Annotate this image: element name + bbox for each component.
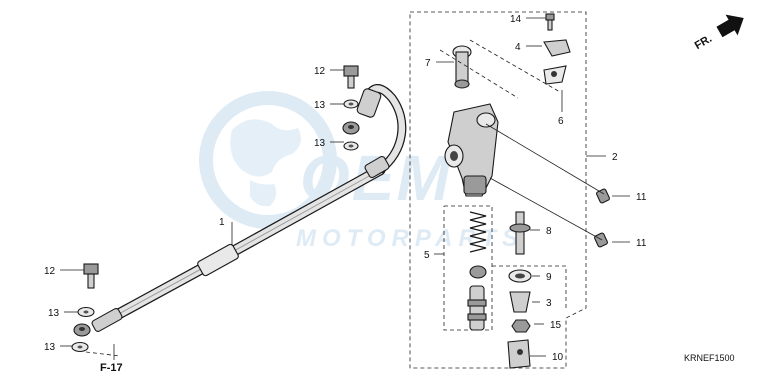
callout-15: 15 xyxy=(550,320,562,331)
callout-6: 6 xyxy=(558,116,564,127)
washer-13-lower-a xyxy=(77,306,95,318)
callout-11-a: 11 xyxy=(636,192,647,203)
callout-5: 5 xyxy=(424,250,430,261)
hose-assembly xyxy=(91,84,407,332)
watermark-globe-icon xyxy=(199,91,337,229)
callout-4: 4 xyxy=(515,42,521,53)
washer-13-a xyxy=(343,99,359,109)
callout-13-upper-b: 13 xyxy=(314,138,326,149)
callout-13-lower-a: 13 xyxy=(48,308,60,319)
screw-14 xyxy=(545,13,555,31)
nut-13-b xyxy=(342,121,360,135)
callout-13-upper-a: 13 xyxy=(314,100,326,111)
ring-9 xyxy=(508,269,532,283)
washer-13-lower-c xyxy=(71,341,89,353)
orientation-label: FR. xyxy=(693,33,714,52)
callout-10: 10 xyxy=(552,352,564,363)
cap-4 xyxy=(543,39,571,57)
callout-9: 9 xyxy=(546,272,552,283)
group-frames xyxy=(85,11,587,369)
callout-3: 3 xyxy=(546,298,552,309)
callout-7: 7 xyxy=(425,58,431,69)
gasket-6 xyxy=(543,65,567,85)
orientation-indicator: FR. xyxy=(693,14,744,52)
bolt-12-lower xyxy=(83,263,99,289)
callout-2: 2 xyxy=(612,152,618,163)
piston-5 xyxy=(467,285,487,331)
spring-5 xyxy=(469,211,487,253)
bleeder-11-a xyxy=(596,188,610,204)
callout-11-b: 11 xyxy=(636,238,647,249)
boot-3 xyxy=(509,291,531,313)
nut-15 xyxy=(511,319,531,333)
callout-14: 14 xyxy=(510,14,522,25)
joint-10 xyxy=(507,339,531,369)
nut-13-lower-b xyxy=(73,323,91,337)
callout-12-upper: 12 xyxy=(314,66,326,77)
orientation-arrow-icon xyxy=(716,14,744,38)
piston-cup xyxy=(469,265,487,279)
callout-8: 8 xyxy=(546,226,552,237)
leader-lines xyxy=(60,17,630,360)
callout-13-lower-b: 13 xyxy=(44,342,56,353)
washer-13-c xyxy=(343,141,359,151)
reference-label: F-17 xyxy=(100,362,123,374)
callout-1: 1 xyxy=(219,217,225,228)
bleeder-11-b xyxy=(594,232,608,248)
master-cylinder-body xyxy=(444,103,499,197)
callout-12-lower: 12 xyxy=(44,266,56,277)
diagram-code: KRNEF1500 xyxy=(684,353,735,363)
reservoir-joint-7 xyxy=(452,45,472,89)
pushrod-8 xyxy=(509,211,531,255)
callouts: 1 2 3 4 5 6 7 8 9 10 11 11 12 12 13 13 1… xyxy=(44,14,647,363)
bolt-12-upper xyxy=(343,65,359,89)
